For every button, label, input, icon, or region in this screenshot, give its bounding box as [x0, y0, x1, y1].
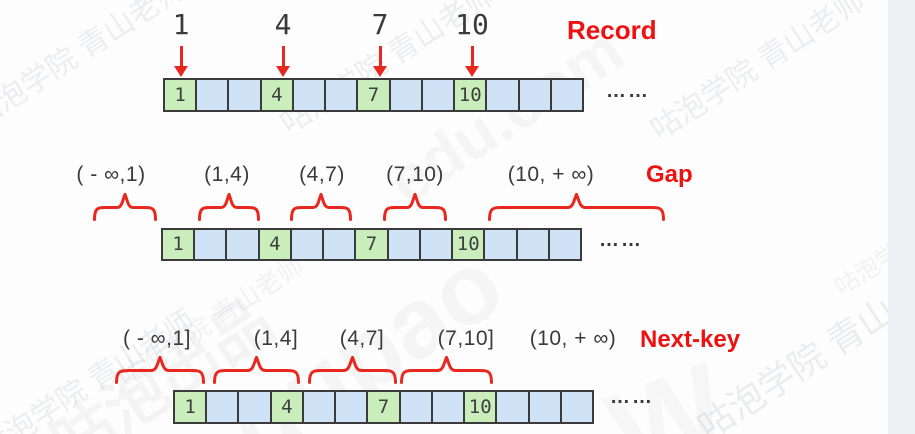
ellipsis: …… [599, 229, 643, 251]
gap-cell [301, 390, 337, 424]
gap-cell [388, 78, 423, 112]
record-cell-value: 10 [458, 83, 482, 106]
record-cell: 7 [366, 390, 401, 424]
down-arrow-icon [174, 46, 188, 77]
nextkey-cell-array: 1 4 7 10 [173, 390, 595, 424]
record-pointer-number: 10 [455, 8, 489, 41]
gap-cell [527, 390, 562, 424]
record-cell: 7 [354, 228, 389, 261]
gap-row-title: Gap [646, 161, 693, 188]
gap-cell-array: 1 4 7 10 [161, 228, 583, 261]
record-cell-value: 7 [377, 395, 390, 418]
record-cell: 4 [269, 390, 304, 424]
nextkey-interval-label: (1,4] [253, 327, 299, 350]
record-pointer-number: 7 [371, 8, 389, 41]
curly-brace-icon [198, 190, 260, 221]
record-row-title: Record [567, 15, 657, 45]
curly-brace-icon [290, 190, 352, 221]
gap-cell [324, 78, 359, 112]
gap-interval-label: (10, + ∞) [507, 163, 595, 186]
ellipsis: …… [606, 80, 650, 102]
curly-brace-icon [93, 190, 157, 221]
nextkey-interval-label: (4,7] [339, 327, 385, 350]
record-cell: 10 [451, 228, 486, 261]
gap-cell [291, 78, 327, 112]
gap-cell [322, 228, 357, 261]
gap-cell [418, 228, 454, 261]
gap-cell [430, 390, 466, 424]
curly-brace-icon [115, 353, 205, 384]
gap-interval-label: (1,4) [204, 163, 250, 186]
gap-cell [334, 390, 369, 424]
nextkey-row-title: Next-key [640, 326, 741, 353]
gap-cell [515, 228, 550, 261]
gap-cell [289, 228, 325, 261]
gap-cell [549, 78, 585, 112]
right-edge-strip [888, 0, 915, 434]
gap-cell [193, 228, 228, 261]
curly-brace-icon [383, 190, 447, 221]
curly-brace-icon [488, 190, 665, 221]
gap-cell [420, 78, 456, 112]
record-cell: 1 [163, 78, 198, 112]
ellipsis: …… [610, 386, 654, 408]
gap-cell [483, 228, 518, 261]
gap-interval-label: ( - ∞,1) [76, 163, 146, 186]
record-cell-value: 4 [281, 395, 293, 418]
gap-cell [559, 390, 595, 424]
gap-cell [485, 78, 520, 112]
record-cell-value: 1 [172, 233, 184, 255]
nextkey-interval-label: (10, + ∞) [529, 327, 617, 350]
record-cell: 4 [259, 78, 294, 112]
record-pointer-number: 1 [172, 8, 190, 41]
watermark-text: 咕泡学院 青山老师 [644, 0, 872, 147]
down-arrow-icon [373, 46, 387, 77]
record-cell: 4 [257, 228, 292, 261]
gap-cell [237, 390, 272, 424]
record-pointer-number: 4 [274, 8, 292, 41]
record-cell-value: 10 [468, 395, 492, 418]
nextkey-interval-label: (7,10] [437, 327, 495, 350]
gap-cell [517, 78, 552, 112]
gap-interval-label: (7,10) [386, 163, 444, 186]
curly-brace-icon [213, 353, 300, 384]
record-cell: 10 [463, 390, 498, 424]
record-cell-array: 1 4 7 10 [163, 78, 585, 112]
down-arrow-icon [465, 46, 479, 77]
nextkey-interval-label: ( - ∞,1] [123, 327, 191, 350]
record-cell-value: 10 [456, 233, 480, 255]
record-cell-value: 1 [184, 395, 196, 418]
record-cell: 7 [356, 78, 391, 112]
record-cell-value: 7 [367, 83, 380, 106]
gap-cell [386, 228, 421, 261]
curly-brace-icon [400, 353, 493, 384]
gap-cell [227, 78, 262, 112]
gap-cell [195, 78, 230, 112]
record-cell-value: 7 [365, 233, 378, 255]
down-arrow-icon [276, 46, 290, 77]
record-cell: 1 [173, 390, 208, 424]
record-cell: 10 [453, 78, 488, 112]
gap-cell [205, 390, 240, 424]
gap-interval-label: (4,7) [299, 163, 345, 186]
record-cell-value: 4 [271, 83, 283, 106]
record-cell-value: 1 [174, 83, 186, 106]
gap-cell [547, 228, 583, 261]
record-cell: 1 [161, 228, 196, 261]
gap-cell [398, 390, 433, 424]
gap-cell [225, 228, 260, 261]
record-cell-value: 4 [269, 233, 281, 255]
gap-cell [495, 390, 530, 424]
curly-brace-icon [308, 353, 397, 384]
